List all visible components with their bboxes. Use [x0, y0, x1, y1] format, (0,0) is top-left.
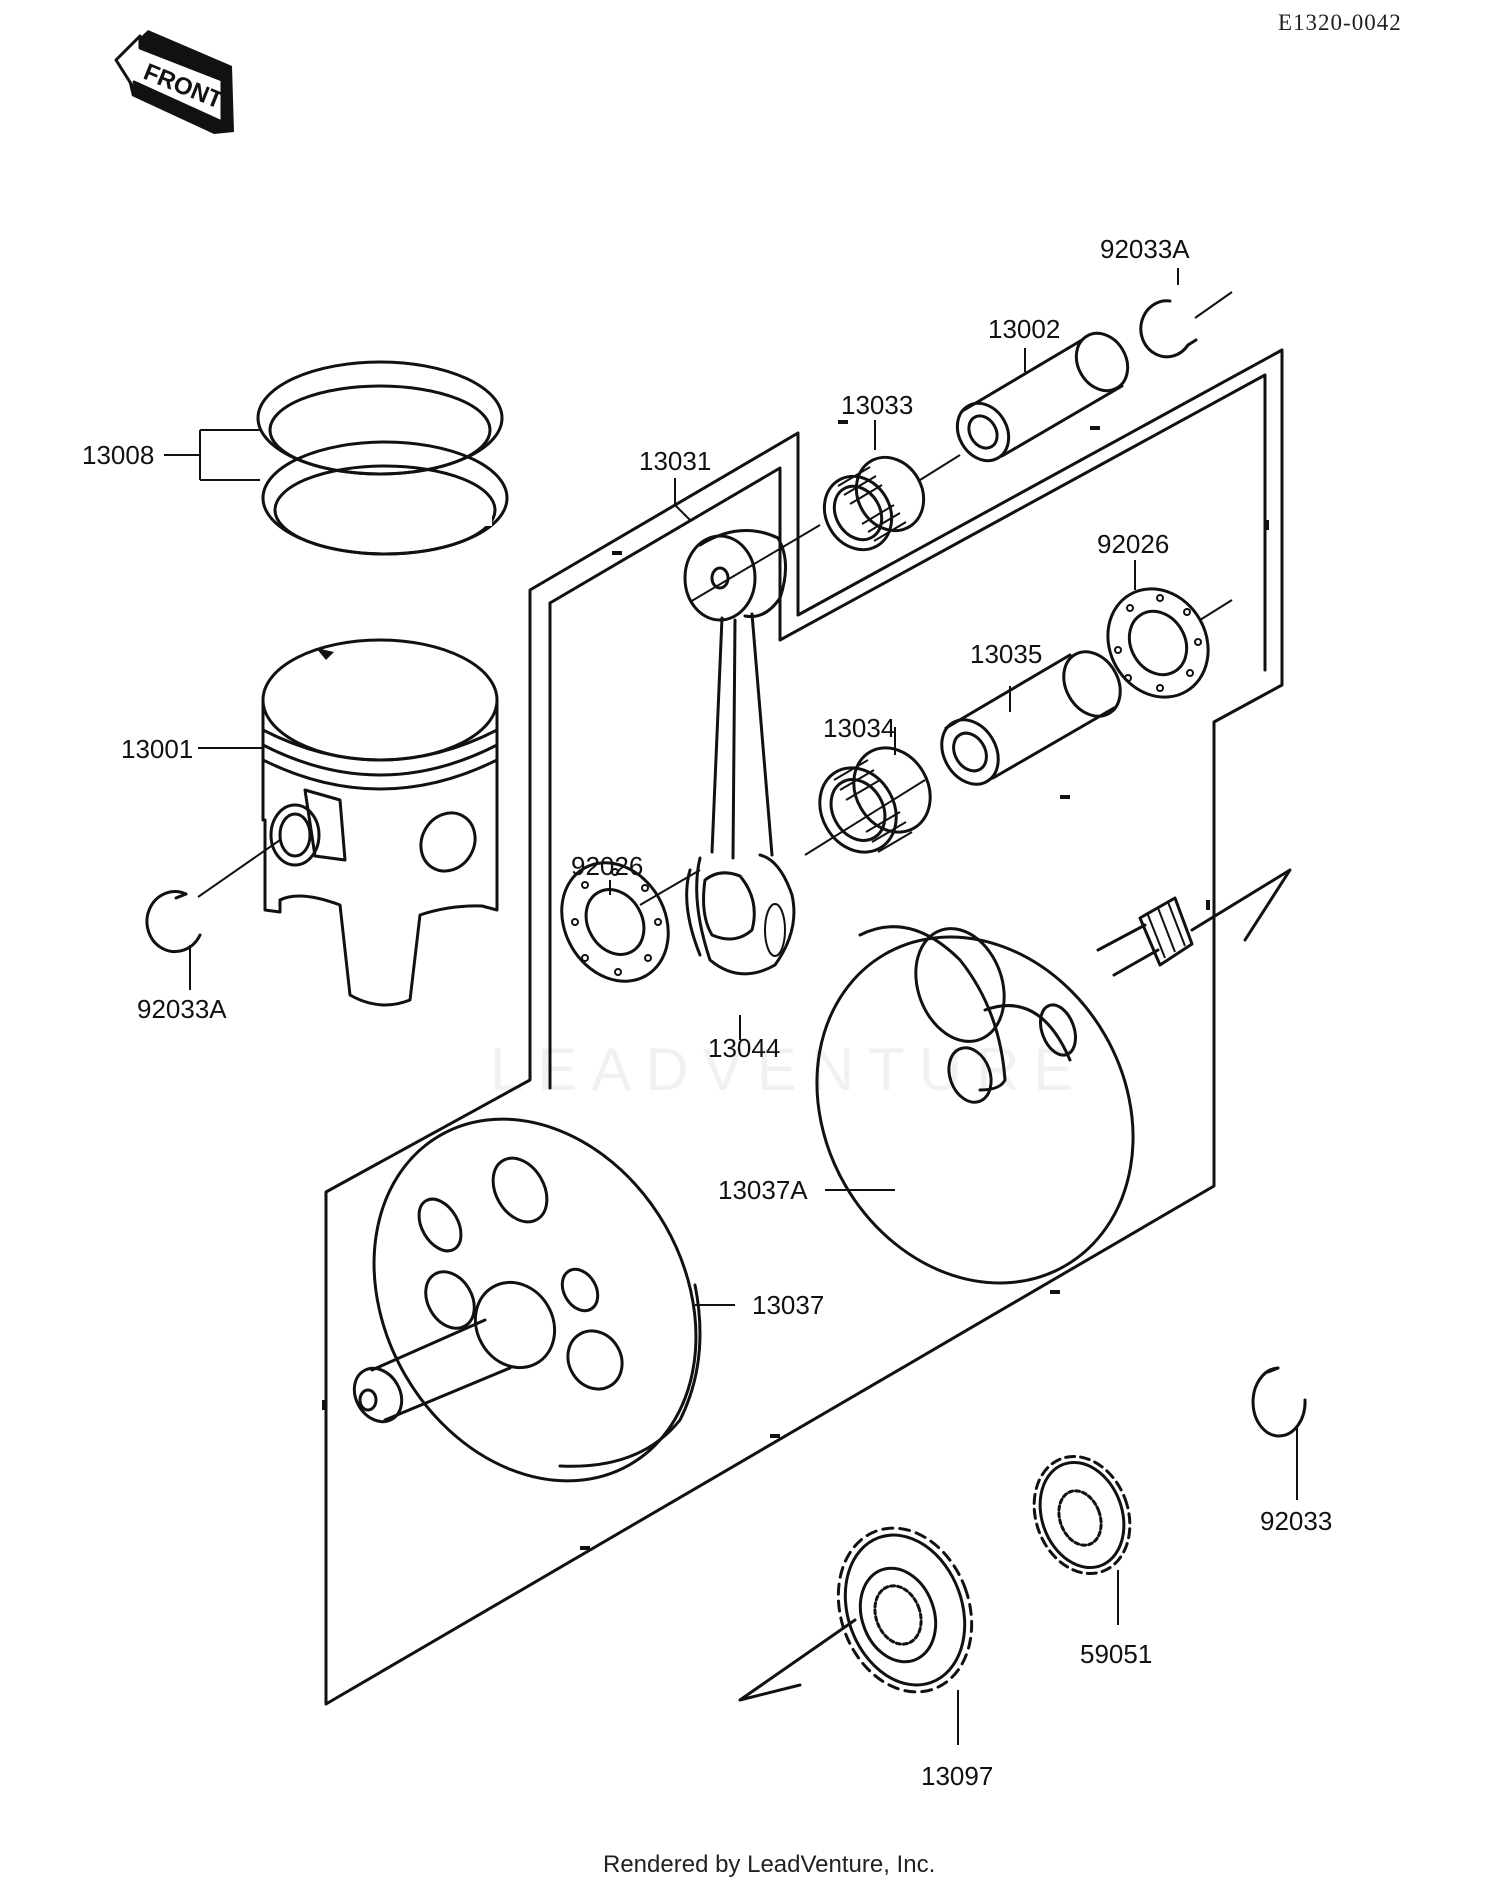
footer-credit: Rendered by LeadVenture, Inc.	[603, 1851, 935, 1878]
part-labels: 13008 13001 92033A 92033A 13002 13033 13…	[82, 234, 1332, 1791]
diagram-code: E1320-0042	[1278, 10, 1402, 35]
label-circlip-left: 92033A	[137, 994, 227, 1024]
label-crank-half-right: 13037A	[718, 1175, 808, 1205]
front-direction-arrow: FRONT	[114, 30, 234, 134]
piston	[261, 638, 499, 1007]
watermark: LEADVENTURE	[490, 1036, 1087, 1103]
label-big-end-bearing: 13034	[823, 713, 895, 743]
piston-pin	[955, 331, 1130, 463]
crank-pin	[940, 650, 1122, 786]
label-piston: 13001	[121, 734, 193, 764]
label-snap-ring: 92033	[1260, 1506, 1332, 1536]
rod-assembly-outline	[322, 348, 1284, 1706]
label-rod-bottom: 13044	[708, 1033, 780, 1063]
label-connecting-rod: 13031	[639, 446, 711, 476]
circlip-left	[145, 890, 202, 954]
label-washer-left: 92026	[571, 851, 643, 881]
label-small-end-bearing: 13033	[841, 390, 913, 420]
small-end-needle-bearing	[822, 455, 926, 552]
crank-half-left	[352, 1117, 702, 1483]
piston-ring-set	[256, 360, 509, 556]
label-piston-pin: 13002	[988, 314, 1060, 344]
label-large-gear: 13097	[921, 1761, 993, 1791]
label-ring-set: 13008	[82, 440, 154, 470]
small-gear	[1032, 1454, 1132, 1576]
leader-lines	[164, 268, 1298, 1745]
label-washer-right: 92026	[1097, 529, 1169, 559]
label-small-gear: 59051	[1080, 1639, 1152, 1669]
thrust-washer-right	[1106, 587, 1210, 699]
big-end-needle-bearing	[818, 746, 932, 854]
circlip-top	[1139, 299, 1198, 359]
snap-ring	[1251, 1366, 1307, 1438]
thrust-washer-left	[560, 861, 670, 983]
large-gear	[738, 1526, 974, 1702]
label-circlip-top: 92033A	[1100, 234, 1190, 264]
crank-half-right	[815, 868, 1292, 1285]
label-crank-pin: 13035	[970, 639, 1042, 669]
connecting-rod	[683, 528, 796, 976]
label-crank-half-left: 13037	[752, 1290, 824, 1320]
